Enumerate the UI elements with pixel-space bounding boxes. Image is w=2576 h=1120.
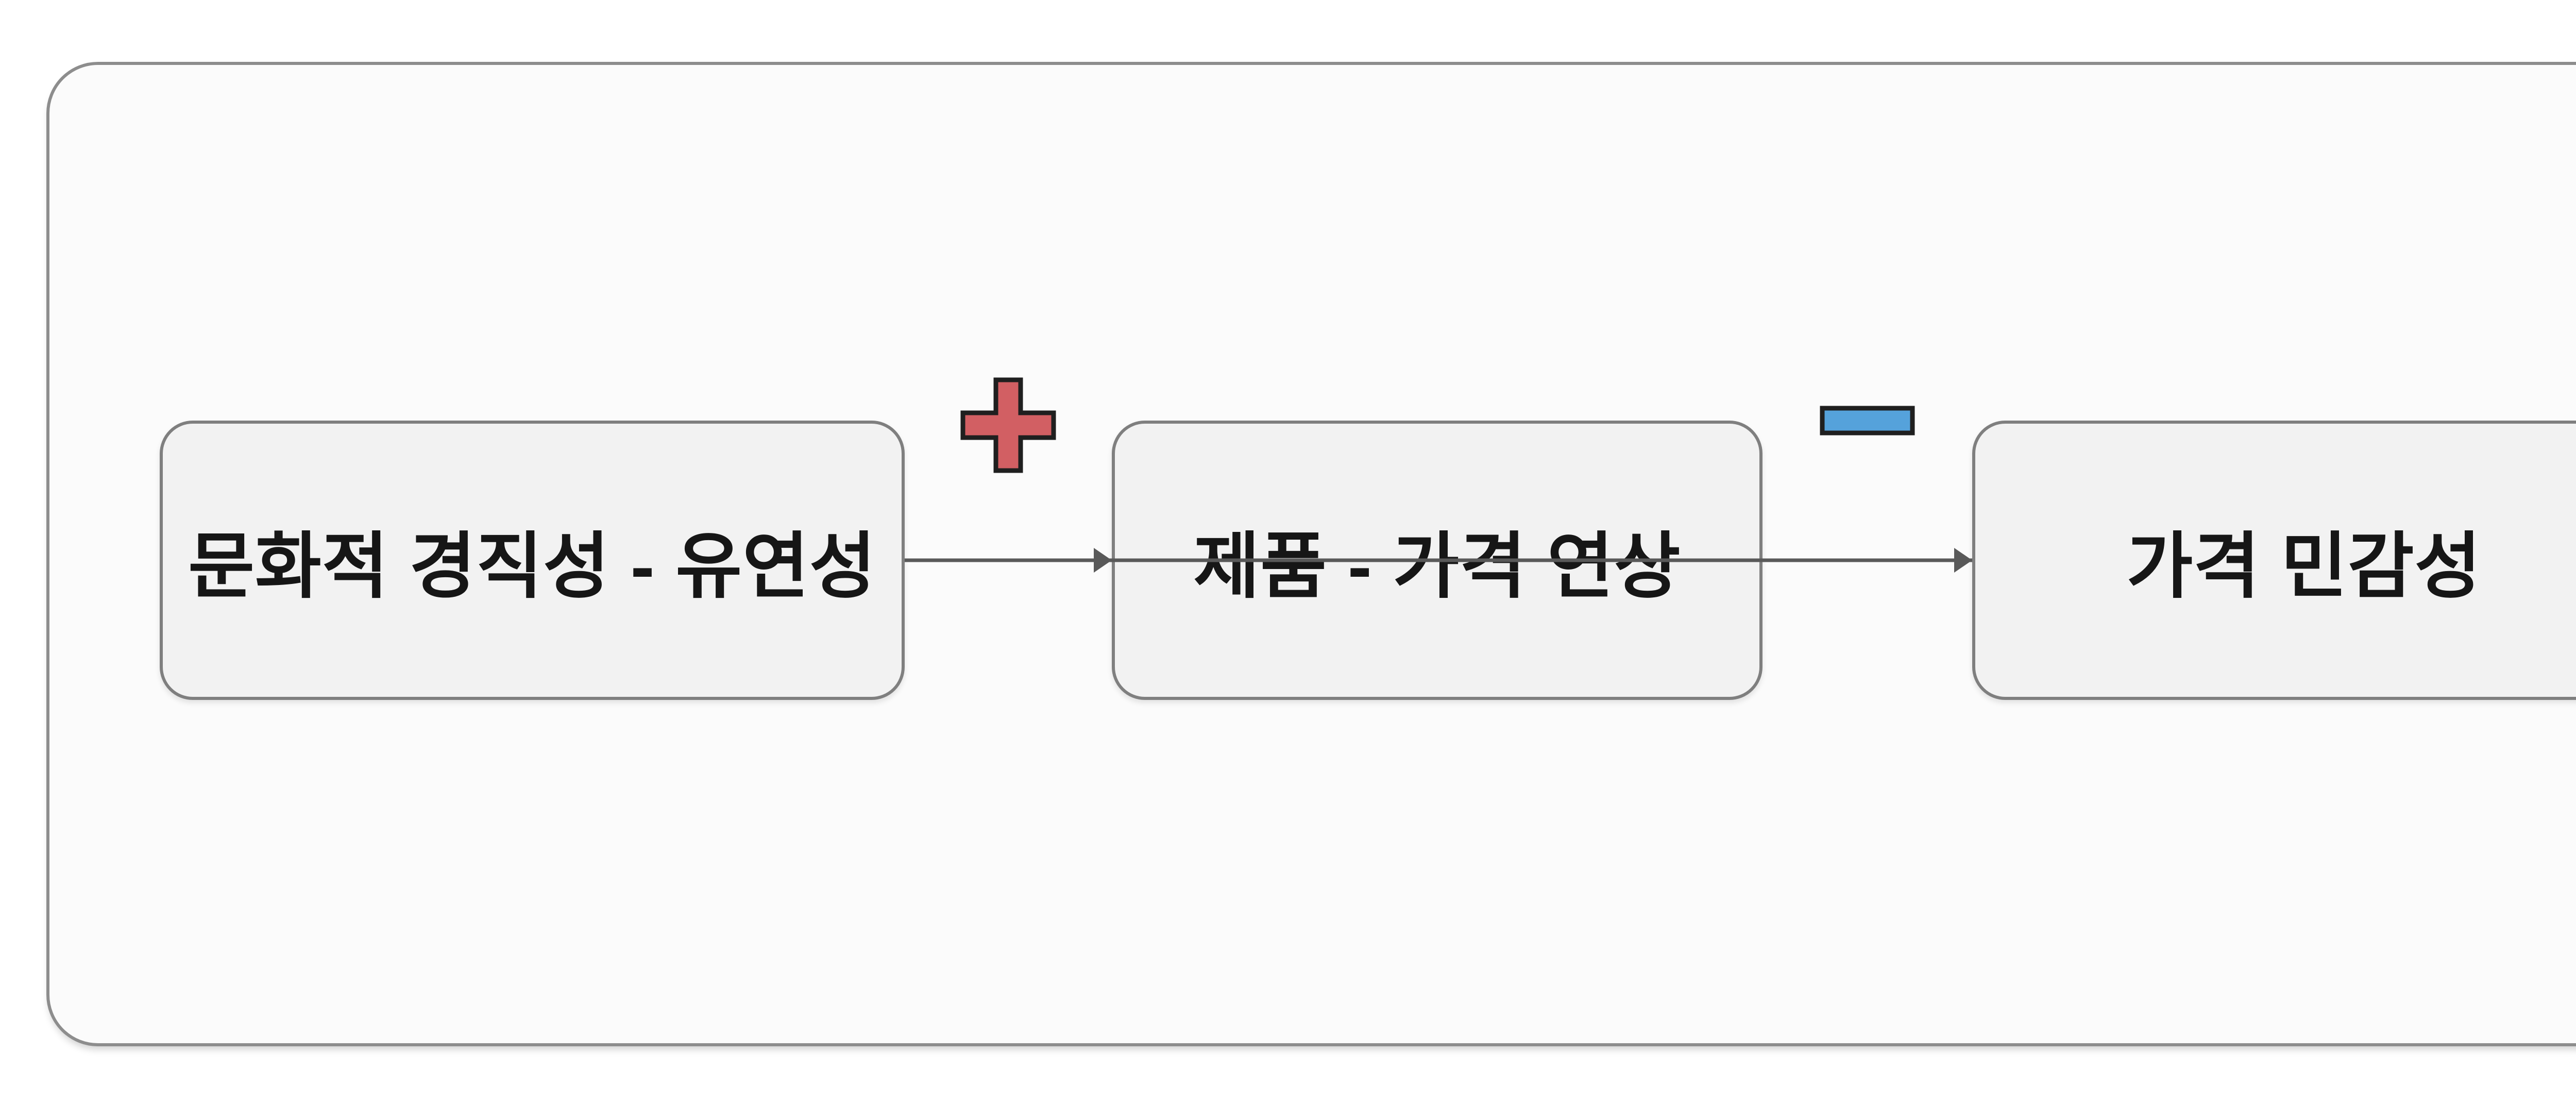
node-label: 문화적 경직성 - 유연성: [188, 526, 876, 607]
node-price-sensitivity: 가격 민감성: [1972, 421, 2576, 700]
node-label: 제품 - 가격 연상: [1193, 526, 1681, 607]
node-label: 가격 민감성: [2126, 526, 2482, 607]
node-cultural-rigidity-flexibility: 문화적 경직성 - 유연성: [160, 421, 905, 700]
node-product-price-association: 제품 - 가격 연상: [1112, 421, 1762, 700]
